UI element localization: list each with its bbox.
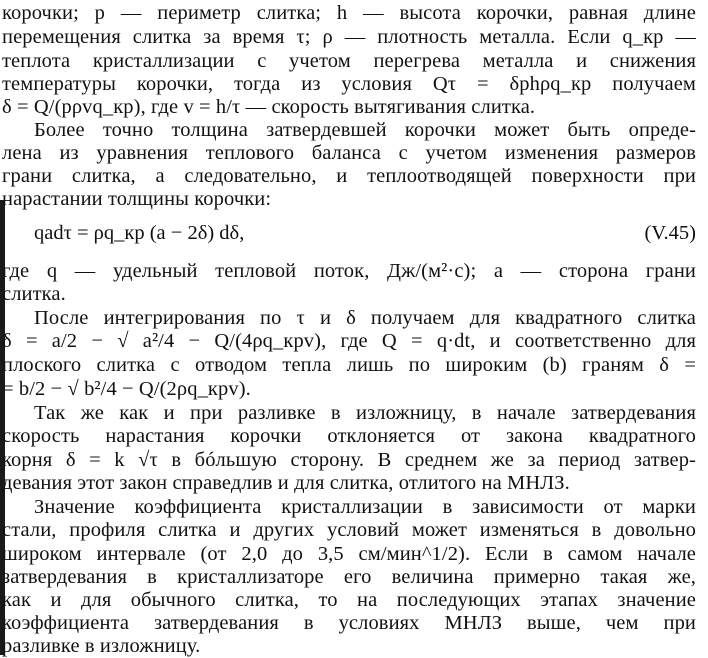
paragraph-first-line: После интегрирования по τ и δ получаем д… [34, 307, 696, 329]
scan-edge-shadow [0, 200, 5, 655]
text-line: затвердевания в кристаллизаторе его вели… [2, 566, 696, 588]
text-line: стали, профиля слитка и других условий м… [2, 519, 696, 541]
text-line: девания этот закон справедлив и для слит… [2, 472, 570, 494]
equation-v45: qadτ = ρq_кр (a − 2δ) dδ, (V.45) [34, 222, 696, 245]
text-line: грани слитка, а следовательно, и теплоот… [2, 165, 696, 187]
paragraph-first-line: Так же как и при разливке в изложницу, в… [34, 402, 696, 424]
text-line: как и для обычного слитка, то на последу… [2, 589, 696, 611]
text-line: слитка. [2, 283, 66, 305]
text-line: лена из уравнения теплового баланса с уч… [2, 142, 696, 164]
text-line: δ = a/2 − √ a²/4 − Q/(4ρq_крv), где Q = … [2, 330, 696, 352]
text-line: теплота кристаллизации с учетом перегрев… [2, 50, 696, 72]
text-line: нарастании толщины корочки: [2, 188, 272, 210]
text-line: δ = Q/(pρvq_кр), где v = h/τ — скорость … [2, 96, 536, 118]
text-line: разливке в изложницу. [2, 635, 201, 657]
equation-text: qadτ = ρq_кр (a − 2δ) dδ, [34, 222, 245, 244]
text-line: = b/2 − √ b²/4 − Q/(2ρq_крv). [2, 378, 251, 400]
text-line: температуры корочки, тогда из условия Qτ… [2, 73, 696, 95]
text-line: корочки; p — периметр слитка; h — высота… [2, 2, 696, 24]
text-line: коэффициента затвердевания в условиях МН… [2, 612, 696, 634]
text-line: плоского слитка с отводом тепла лишь по … [2, 354, 696, 376]
paragraph-first-line: Более точно толщина затвердевшей корочки… [34, 119, 696, 141]
text-line: перемещения слитка за время τ; ρ — плотн… [2, 26, 696, 48]
equation-number: (V.45) [644, 222, 696, 244]
text-line: корня δ = k √τ в бóльшую сторону. В сред… [2, 449, 696, 471]
text-line: где q — удельный тепловой поток, Дж/(м²·… [2, 260, 696, 282]
paragraph-first-line: Значение коэффициента кристаллизации в з… [34, 496, 696, 518]
text-line: широком интервале (от 2,0 до 3,5 см/мин^… [2, 543, 696, 565]
text-line: скорость нарастания корочки отклоняется … [2, 425, 696, 447]
